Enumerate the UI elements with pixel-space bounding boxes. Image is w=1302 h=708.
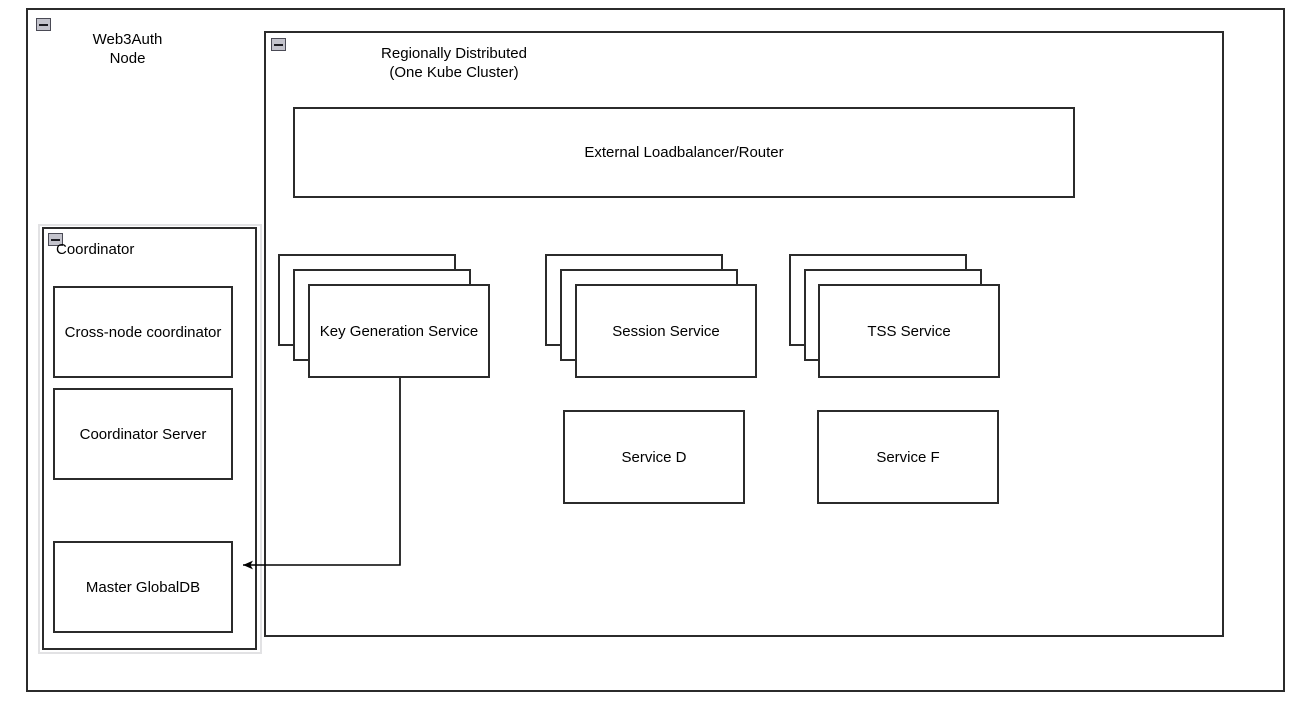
master-globaldb-label: Master GlobalDB [85,578,201,596]
coordinator-collapse-icon[interactable] [48,233,63,246]
web3auth-node-title: Web3Auth Node [92,31,163,67]
web3auth-node-collapse-icon[interactable] [36,18,51,31]
service-f-box[interactable]: Service F [817,410,999,504]
key-generation-service-label: Key Generation Service [319,322,479,340]
master-globaldb-box[interactable]: Master GlobalDB [53,541,233,633]
external-loadbalancer-router-label: External Loadbalancer/Router [584,144,784,161]
kube-cluster-collapse-icon[interactable] [271,38,286,51]
cross-node-coordinator-box[interactable]: Cross-node coordinator [53,286,233,378]
service-f-label: Service F [876,448,940,466]
session-service-label: Session Service [612,322,720,340]
key-generation-service-box[interactable]: Key Generation Service [308,284,490,378]
coordinator-server-label: Coordinator Server [79,425,207,443]
kube-cluster-title: Regionally Distributed (One Kube Cluster… [381,45,527,81]
tss-service-box[interactable]: TSS Service [818,284,1000,378]
cross-node-coordinator-label: Cross-node coordinator [64,323,222,341]
tss-service-label: TSS Service [867,322,951,340]
service-d-label: Service D [621,448,687,466]
external-loadbalancer-router-box[interactable]: External Loadbalancer/Router [293,107,1075,198]
session-service-box[interactable]: Session Service [575,284,757,378]
coordinator-title: Coordinator [56,241,135,258]
coordinator-server-box[interactable]: Coordinator Server [53,388,233,480]
service-d-box[interactable]: Service D [563,410,745,504]
